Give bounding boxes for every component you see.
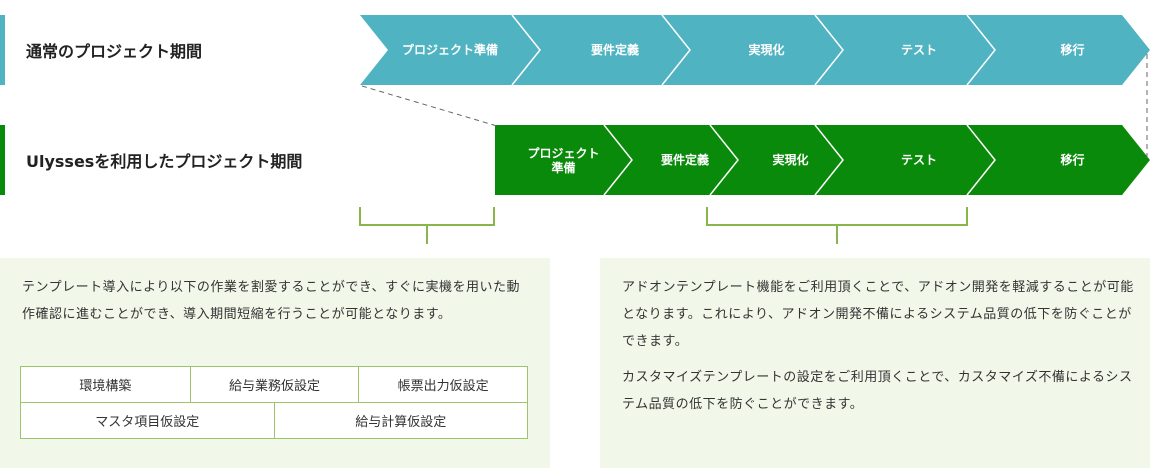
project-phase-flow-diagram: プロジェクト準備要件定義実現化テスト移行プロジェクト準備要件定義実現化テスト移行: [359, 14, 1150, 244]
table-cell: 環境構築: [20, 366, 191, 403]
addon-benefit-bracket: [706, 207, 968, 226]
addon-benefit-paragraph-1: アドオンテンプレート機能をご利用頂くことで、アドオン開発を軽減することが可能とな…: [622, 280, 1134, 349]
normal-period-step-divider: [966, 14, 996, 86]
normal-period-label-text: 通常のプロジェクト期間: [26, 42, 203, 61]
normal-period-step-divider: [511, 14, 541, 86]
table-row: マスタ項目仮設定 給与計算仮設定: [20, 402, 528, 439]
normal-period-accent-bar: [0, 15, 5, 85]
ulysses-period-band: [495, 125, 1150, 195]
ulysses-period-accent-bar: [0, 125, 5, 195]
normal-period-step-label: テスト: [901, 43, 937, 57]
ulysses-period-step-label: 要件定義: [661, 152, 709, 167]
start-offset-dashed-line: [361, 85, 498, 127]
table-cell: 給与計算仮設定: [273, 402, 528, 439]
table-cell: 給与業務仮設定: [189, 366, 360, 403]
normal-period-step-divider: [814, 14, 844, 86]
template-benefit-panel: テンプレート導入により以下の作業を割愛することができ、すぐに実機を用いた動作確認…: [0, 258, 550, 468]
table-cell: マスタ項目仮設定: [20, 402, 275, 439]
template-benefit-bracket: [359, 207, 495, 226]
normal-period-step-label: 要件定義: [591, 42, 639, 57]
normal-period-band: [360, 15, 1150, 85]
ulysses-period-label-text: Ulyssesを利用したプロジェクト期間: [26, 152, 303, 171]
template-benefit-text: テンプレート導入により以下の作業を割愛することができ、すぐに実機を用いた動作確認…: [22, 280, 520, 322]
ulysses-period-step-divider: [814, 124, 844, 196]
ulysses-period-step-divider: [966, 124, 996, 196]
normal-period-step-label: 実現化: [748, 42, 784, 57]
addon-benefit-panel: アドオンテンプレート機能をご利用頂くことで、アドオン開発を軽減することが可能とな…: [600, 258, 1150, 468]
normal-period-step-divider: [661, 14, 691, 86]
ulysses-period-step-divider: [709, 124, 739, 196]
addon-benefit-paragraph-2: カスタマイズテンプレートの設定をご利用頂くことで、カスタマイズ不備によるシステム…: [622, 370, 1133, 412]
table-cell: 帳票出力仮設定: [358, 366, 528, 403]
ulysses-period-step-label: 実現化: [772, 152, 808, 167]
ulysses-period-step-label: プロジェクト準備: [527, 145, 599, 174]
skipped-tasks-table-row2: マスタ項目仮設定 給与計算仮設定: [20, 402, 528, 439]
skipped-tasks-table: 環境構築 給与業務仮設定 帳票出力仮設定: [20, 366, 528, 403]
ulysses-period-step-label: テスト: [901, 153, 937, 167]
ulysses-period-label: Ulyssesを利用したプロジェクト期間: [0, 125, 490, 195]
table-row: 環境構築 給与業務仮設定 帳票出力仮設定: [20, 366, 528, 403]
normal-period-step-label: プロジェクト準備: [402, 42, 498, 57]
ulysses-period-step-label: 移行: [1060, 152, 1084, 167]
normal-period-step-label: 移行: [1060, 42, 1084, 57]
ulysses-period-step-divider: [603, 124, 633, 196]
normal-period-label: 通常のプロジェクト期間: [0, 15, 355, 85]
